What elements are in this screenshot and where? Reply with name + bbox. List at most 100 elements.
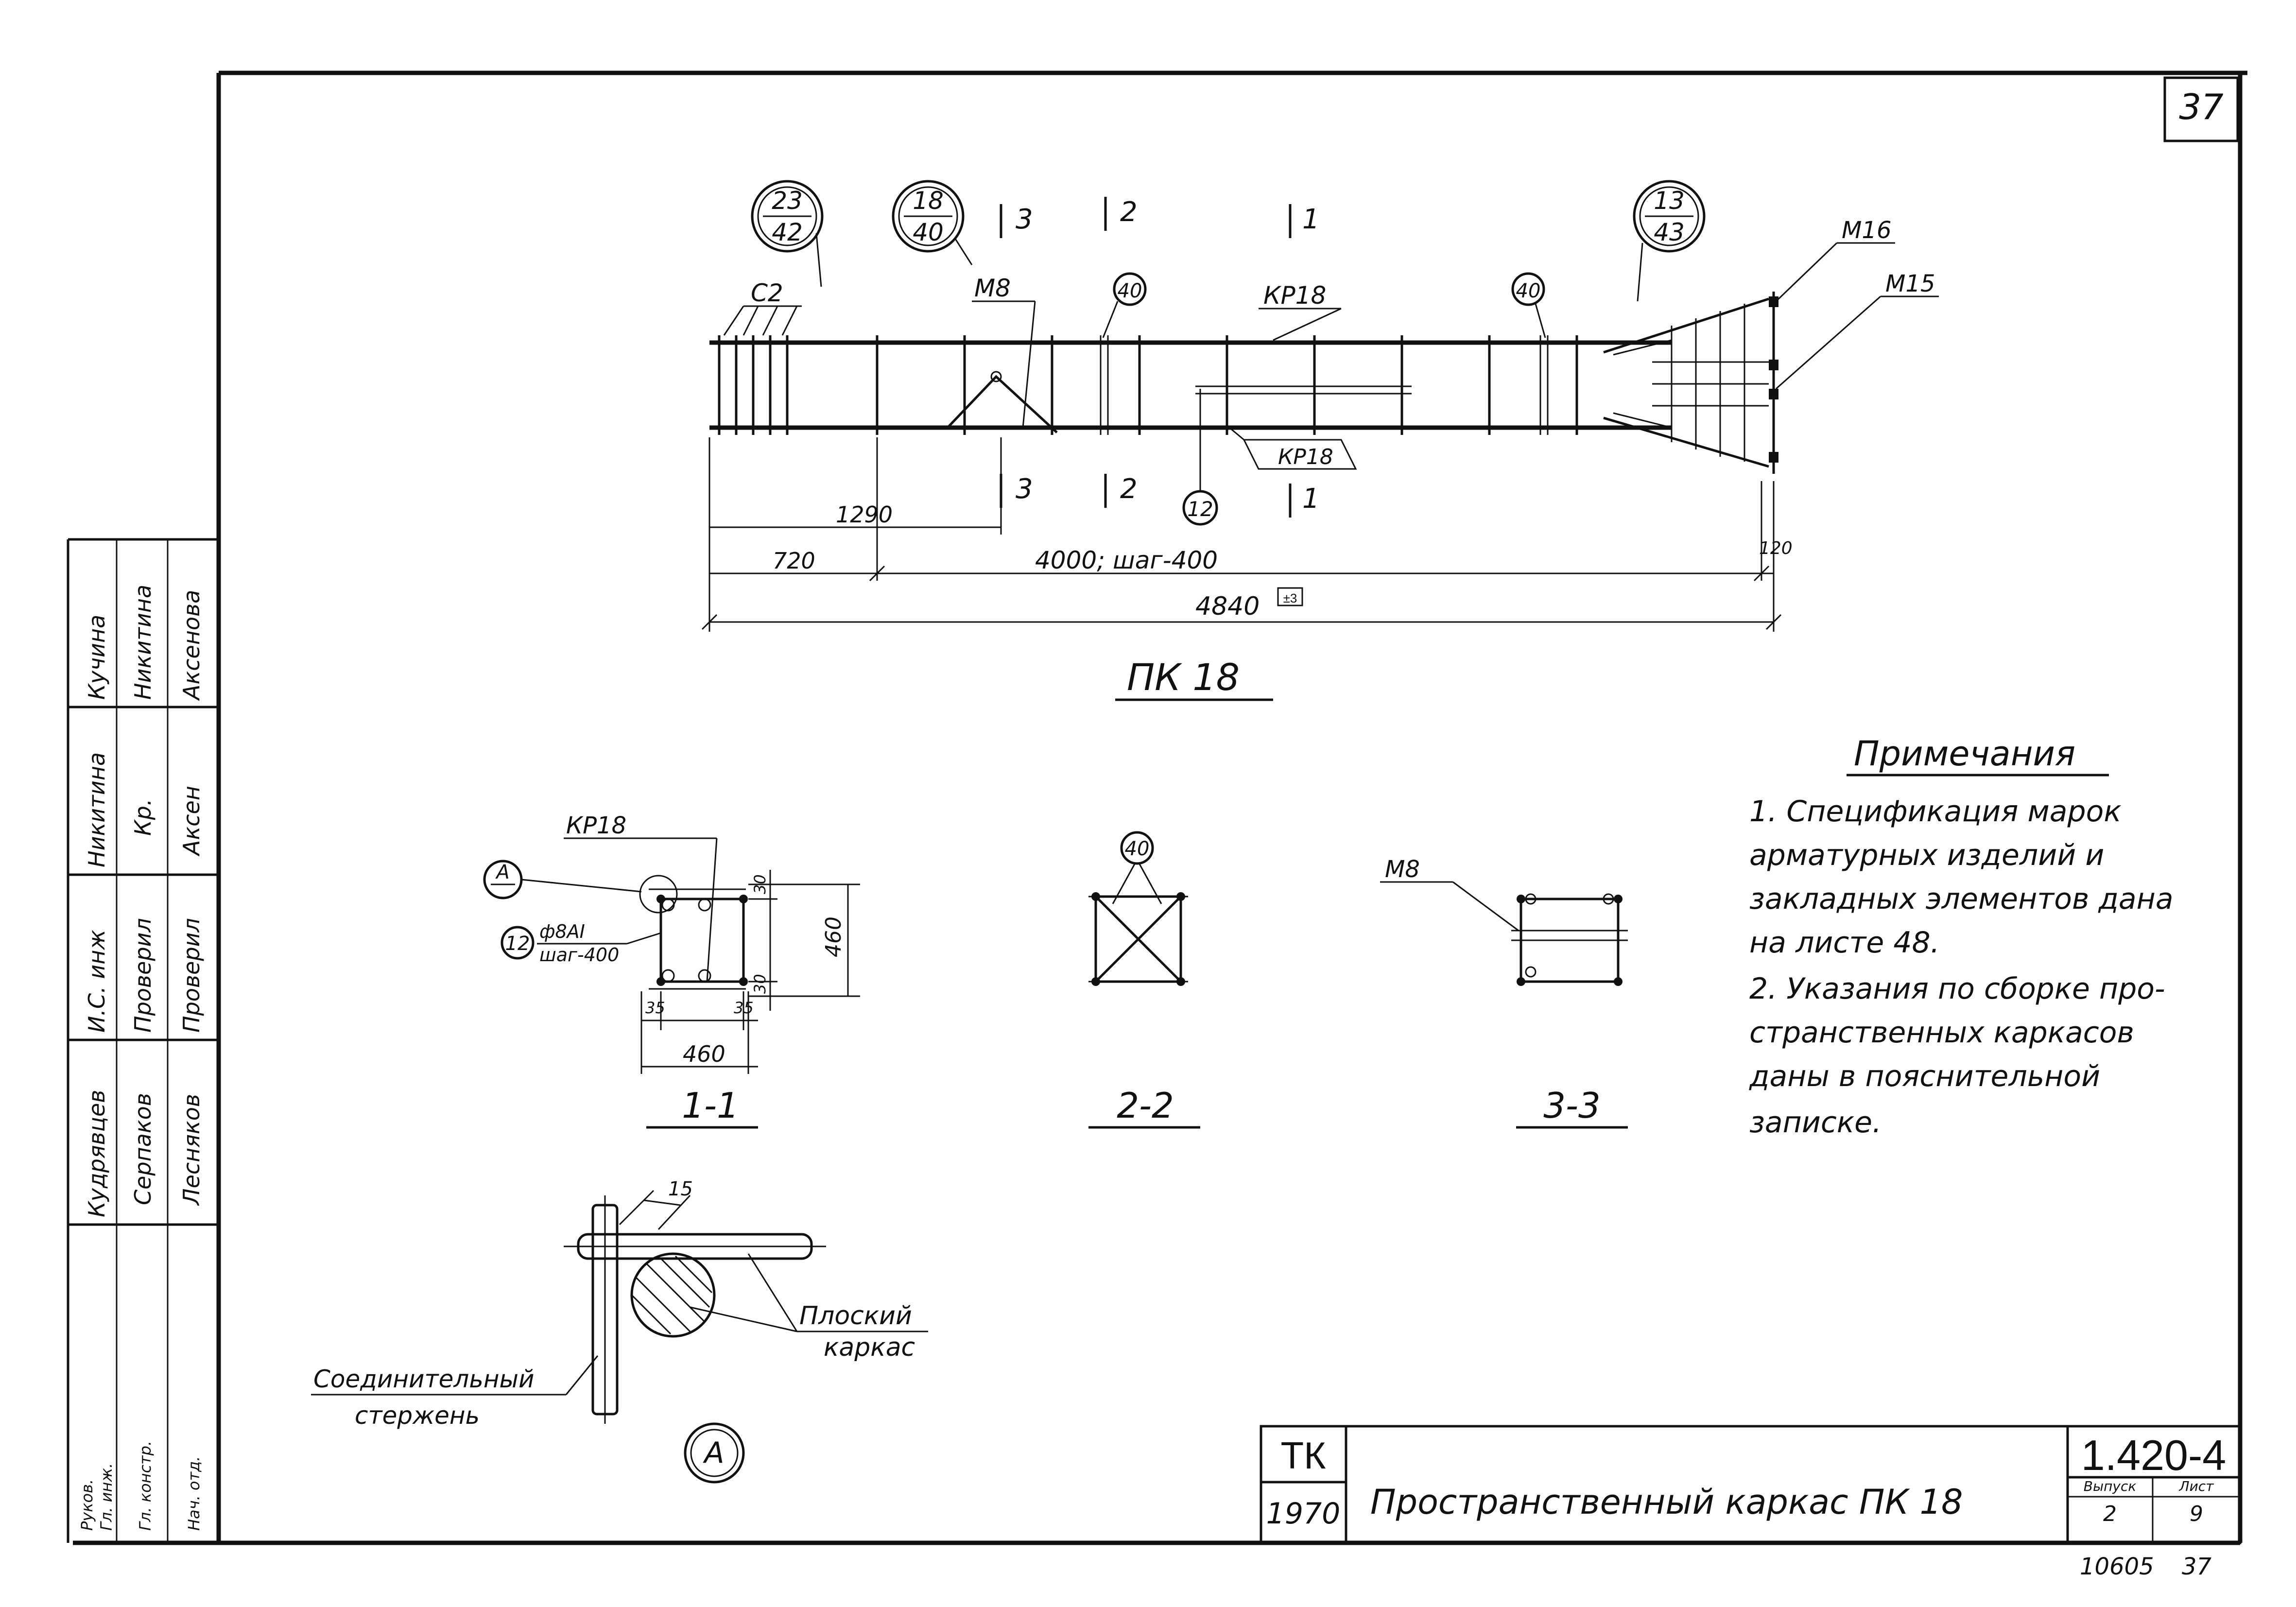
svg-text:Кр.: Кр. (130, 799, 156, 836)
svg-text:10605: 10605 (2080, 1553, 2154, 1580)
svg-text:М15: М15 (1885, 270, 1935, 297)
svg-text:ф8АI: ф8АI (539, 921, 585, 942)
svg-text:С2: С2 (751, 279, 783, 307)
svg-text:Аксенова: Аксенова (178, 590, 205, 701)
title-name: Пространственный каркас ПК 18 (1370, 1482, 1963, 1522)
svg-text:Выпуск: Выпуск (2084, 1478, 2137, 1494)
section-1-1-title: 1-1 (682, 1085, 739, 1126)
page-number: 37 (2179, 86, 2224, 127)
svg-text:Серпаков: Серпаков (130, 1093, 156, 1205)
leader-kr18-top: КР18 (1259, 281, 1342, 341)
svg-text:Лесняков: Лесняков (178, 1094, 205, 1206)
svg-text:Гл. инж.: Гл. инж. (97, 1463, 116, 1531)
svg-text:40: 40 (913, 218, 944, 246)
page-number-box: 37 (2163, 76, 2239, 142)
leader-m16: М16 (1775, 217, 1895, 302)
svg-text:1: 1 (1302, 483, 1320, 515)
section-3-3-title: 3-3 (1543, 1085, 1601, 1126)
svg-text:120: 120 (1759, 538, 1793, 558)
signature-stamp: Кучина Никитина Аксенова Никитина Кр. Ак… (68, 539, 219, 1543)
svg-text:1290: 1290 (836, 501, 893, 528)
svg-text:М8: М8 (1385, 856, 1420, 883)
svg-text:Кудрявцев: Кудрявцев (84, 1090, 110, 1217)
view-a-marker: А (495, 861, 509, 883)
callout-13-43: 13 43 (1633, 180, 1706, 302)
notes-heading: Примечания (1854, 734, 2075, 774)
svg-text:40: 40 (1516, 280, 1541, 302)
notes: Примечания 1. Спецификация марок арматур… (1749, 734, 2174, 1140)
callout-18-40: 18 40 (892, 180, 973, 265)
svg-text:Нач. отд.: Нач. отд. (185, 1456, 203, 1531)
leader-c2: С2 (723, 279, 802, 336)
svg-text:М8: М8 (974, 274, 1011, 302)
svg-text:Плоский: Плоский (799, 1301, 912, 1331)
svg-text:Гл. констр.: Гл. констр. (136, 1441, 155, 1531)
svg-text:30: 30 (751, 974, 769, 994)
svg-text:КР18: КР18 (1278, 445, 1333, 469)
svg-text:3: 3 (1016, 204, 1033, 235)
note-line: 1. Спецификация марок (1749, 795, 2122, 829)
svg-text:2: 2 (1120, 196, 1138, 228)
svg-text:Соединительный: Соединительный (313, 1365, 535, 1393)
svg-text:2: 2 (1120, 473, 1138, 505)
svg-text:720: 720 (773, 548, 815, 574)
svg-text:12: 12 (505, 933, 530, 955)
section-2-2-title: 2-2 (1117, 1085, 1174, 1126)
svg-text:43: 43 (1654, 218, 1685, 246)
svg-text:4000; шаг-400: 4000; шаг-400 (1035, 546, 1218, 574)
svg-text:460: 460 (821, 916, 846, 957)
svg-text:каркас: каркас (824, 1333, 915, 1362)
svg-text:И.С. инж: И.С. инж (84, 930, 110, 1033)
section-2-2: 40 2-2 (1088, 831, 1200, 1129)
svg-text:18: 18 (913, 187, 944, 215)
svg-text:Аксен: Аксен (178, 786, 205, 857)
detail-a: 15 Плоский каркас Соединительный стержен… (311, 1178, 928, 1484)
svg-text:КР18: КР18 (1263, 281, 1326, 310)
svg-text:35: 35 (734, 999, 754, 1017)
note-line: странственных каркасов (1749, 1016, 2134, 1050)
svg-text:12: 12 (1187, 497, 1213, 521)
detail-a-mark: А (702, 1436, 724, 1470)
title-year: 1970 (1266, 1497, 1341, 1531)
svg-text:Проверил: Проверил (130, 918, 156, 1033)
svg-text:Кучина: Кучина (84, 615, 110, 700)
svg-text:30: 30 (751, 874, 769, 894)
svg-text:4840: 4840 (1195, 592, 1260, 621)
note-line: на листе 48. (1749, 926, 1940, 960)
svg-text:стержень: стержень (355, 1401, 480, 1430)
title-sheet: 9 (2190, 1502, 2203, 1526)
title-code: 1.420-4 (2081, 1431, 2226, 1479)
svg-text:шаг-400: шаг-400 (539, 944, 619, 966)
marker-12: 12 (1182, 389, 1218, 526)
leader-kr18-bottom: КР18 (1229, 427, 1357, 470)
note-line: даны в пояснительной (1749, 1059, 2100, 1093)
svg-text:М16: М16 (1842, 217, 1892, 244)
svg-text:23: 23 (772, 187, 803, 215)
svg-text:40: 40 (1125, 838, 1150, 860)
svg-text:Никитина: Никитина (84, 752, 110, 867)
svg-text:Руков.: Руков. (78, 1479, 96, 1531)
svg-text:Проверил: Проверил (178, 918, 205, 1033)
svg-text:35: 35 (645, 999, 665, 1017)
svg-text:42: 42 (772, 218, 803, 246)
svg-text:15: 15 (668, 1178, 693, 1200)
svg-text:460: 460 (683, 1041, 725, 1067)
title-org: ТК (1280, 1434, 1326, 1477)
svg-text:3: 3 (1016, 473, 1033, 505)
svg-text:1: 1 (1302, 204, 1320, 235)
archive-number: 10605 37 (2080, 1553, 2212, 1580)
callout-23-42: 23 42 (751, 180, 824, 287)
section-marks: 3 2 1 3 2 1 (1000, 196, 1320, 518)
svg-text:40: 40 (1118, 280, 1142, 302)
section-1-1: КР18 А 12 ф8АI шаг-400 30 30 460 35 35 4… (483, 812, 860, 1129)
marker-40-a: 40 (1102, 272, 1147, 338)
svg-text:13: 13 (1654, 187, 1685, 215)
note-line: записке. (1749, 1106, 1882, 1140)
note-line: закладных элементов дана (1749, 882, 2174, 916)
note-line: арматурных изделий и (1749, 838, 2104, 872)
elevation-title: ПК 18 (1127, 656, 1240, 699)
svg-text:Никитина: Никитина (130, 585, 156, 700)
leader-m15: М15 (1776, 270, 1939, 390)
leader-m8: М8 (972, 274, 1036, 428)
